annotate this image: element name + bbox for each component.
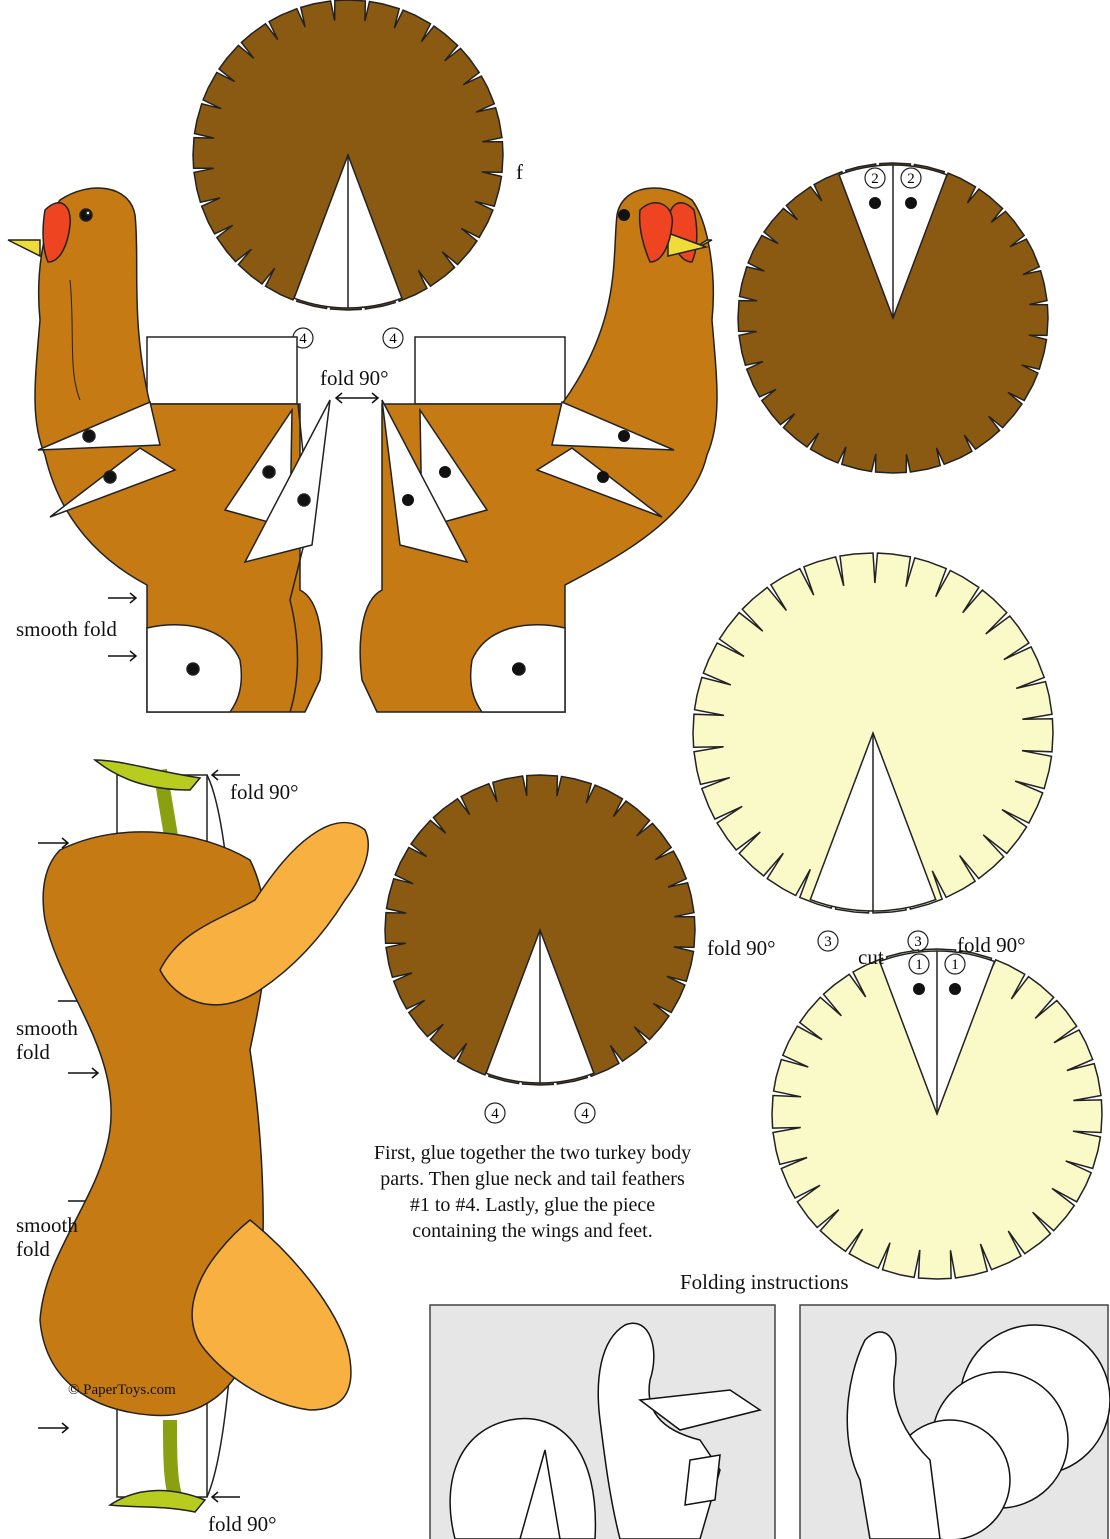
stray-letter: f — [516, 160, 523, 184]
tail-fan-2-glue-dot — [905, 197, 917, 209]
right-turkey-eye — [618, 209, 630, 221]
fold-label-b: fold — [16, 1237, 50, 1261]
instruction-line-1: First, glue together the two turkey body — [310, 1140, 755, 1166]
tail-fan-2-number-label: 2 — [871, 171, 879, 187]
tail-fan-4-top-number-label: 4 — [299, 331, 307, 347]
instruction-line-3: #1 to #4. Lastly, glue the piece — [310, 1192, 755, 1218]
smooth-label-b: smooth — [16, 1213, 78, 1237]
tail-fan-1-glue-dot — [913, 983, 925, 995]
tail-fan-1-number-label: 1 — [951, 957, 959, 973]
folding-instructions-title: Folding instructions — [680, 1270, 849, 1294]
tail-fan-4-mid-number-label: 4 — [581, 1106, 589, 1122]
cut-label: cut — [858, 945, 884, 969]
tail-fan-3-number-label: 3 — [914, 934, 922, 950]
fold-label-legs-bottom: fold 90° — [208, 1512, 276, 1536]
smooth-fold-label: smooth fold — [16, 617, 117, 641]
tail-fan-1-number-label: 1 — [915, 957, 923, 973]
tail-fan-4-top-number-label: 4 — [389, 331, 397, 347]
tail-fan-2-glue-dot — [869, 197, 881, 209]
instruction-line-2: parts. Then glue neck and tail feathers — [310, 1166, 755, 1192]
tail-fan-3-number-label: 3 — [824, 934, 832, 950]
fold-label-cream-right: fold 90° — [957, 933, 1025, 957]
tail-fan-1-glue-dot — [949, 983, 961, 995]
smooth-label-a: smooth — [16, 1016, 78, 1040]
fold-label-cream-left: fold 90° — [707, 936, 775, 960]
tail-fan-2-number-label: 2 — [907, 171, 915, 187]
folding-instruction-panels — [430, 1305, 1110, 1539]
fold-label-a: fold — [16, 1040, 50, 1064]
fold-label-legs-top: fold 90° — [230, 780, 298, 804]
assembly-instructions: First, glue together the two turkey body… — [310, 1140, 755, 1244]
instruction-line-4: containing the wings and feet. — [310, 1218, 755, 1244]
fold-label-top: fold 90° — [320, 366, 388, 390]
tail-fan-4-mid-number-label: 4 — [491, 1106, 499, 1122]
copyright-label: © PaperToys.com — [68, 1378, 176, 1402]
